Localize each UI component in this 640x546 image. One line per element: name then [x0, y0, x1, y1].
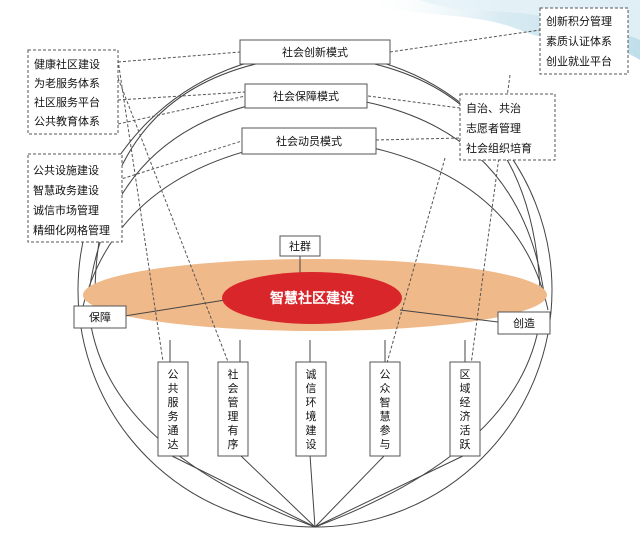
mode-box-security: 社会保障模式	[244, 83, 368, 109]
right-group-2: 自治、共治 志愿者管理 社会组织培育	[459, 93, 556, 161]
ring-label-left: 保障	[89, 310, 111, 324]
right-group-1-item: 素质认证体系	[546, 34, 612, 48]
core-ellipse	[222, 272, 402, 324]
right-group-2-item: 社会组织培育	[466, 141, 532, 155]
pillar-label: 区域经济活跃	[460, 368, 471, 451]
mode-label-innovation: 社会创新模式	[282, 45, 348, 59]
pillar-public-service: 公共服务通达	[157, 361, 189, 457]
left-group-2-item: 诚信市场管理	[33, 203, 99, 217]
right-group-1-item: 创新积分管理	[546, 14, 612, 28]
left-group-1-item: 健康社区建设	[34, 57, 100, 71]
pillar-label: 诚信环境建设	[306, 368, 317, 451]
left-group-1-item: 公共教育体系	[34, 114, 100, 128]
line-to-right	[399, 309, 499, 323]
pillar-label: 社会管理有序	[228, 367, 239, 451]
pillar-label: 公共服务通达	[168, 368, 179, 451]
ring-label-top-box: 社群	[279, 235, 321, 257]
pillar-regional-economy: 区域经济活跃	[449, 361, 481, 457]
right-group-1: 创新积分管理 素质认证体系 创业就业平台	[539, 7, 629, 75]
core-label: 智慧社区建设	[269, 290, 355, 307]
mode-label-mobilization: 社会动员模式	[276, 134, 342, 148]
ring-label-right-box: 创造	[497, 311, 551, 335]
left-group-2-item: 公共设施建设	[33, 163, 99, 177]
ring-label-left-box: 保障	[73, 305, 127, 329]
pillar-integrity: 诚信环境建设	[295, 361, 327, 457]
right-group-1-item: 创业就业平台	[546, 54, 612, 68]
right-group-2-item: 自治、共治	[466, 101, 521, 115]
left-group-1: 健康社区建设 为老服务体系 社区服务平台 公共教育体系	[27, 49, 119, 135]
pillar-lines	[169, 340, 466, 362]
left-group-2-item: 精细化网格管理	[33, 223, 110, 237]
ring-label-right: 创造	[513, 316, 535, 330]
left-group-1-item: 为老服务体系	[34, 76, 100, 90]
left-group-1-item: 社区服务平台	[34, 95, 100, 109]
left-group-2-item: 智慧政务建设	[33, 183, 99, 197]
mode-label-security: 社会保障模式	[273, 89, 339, 103]
mode-box-mobilization: 社会动员模式	[241, 127, 377, 155]
pillar-public-participation: 公众智慧参与	[369, 361, 401, 457]
pillar-label: 公众智慧参与	[380, 368, 391, 451]
right-group-2-item: 志愿者管理	[466, 121, 521, 135]
pillar-social-management: 社会管理有序	[217, 361, 249, 457]
mode-box-innovation: 社会创新模式	[239, 39, 391, 65]
left-group-2: 公共设施建设 智慧政务建设 诚信市场管理 精细化网格管理	[27, 153, 123, 243]
dashed-connectors	[117, 29, 541, 376]
ring-label-top: 社群	[289, 239, 311, 253]
line-to-left	[124, 299, 226, 317]
